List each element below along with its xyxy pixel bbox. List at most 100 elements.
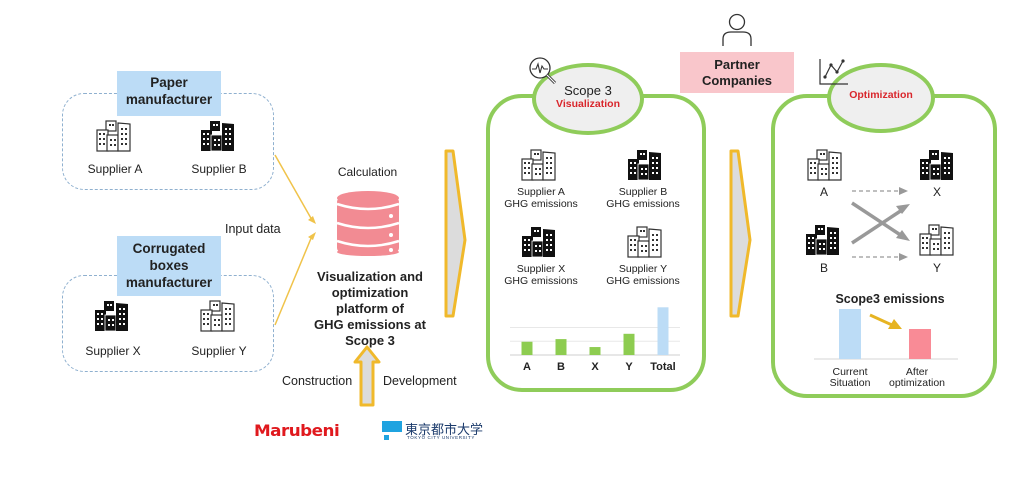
tick-label: Total (650, 361, 675, 373)
viz-supplier-line: Supplier B (618, 186, 668, 198)
arrow-head (896, 204, 910, 214)
bar-after-optimization (909, 329, 931, 359)
visualization-ellipse: Scope 3 Visualization (532, 63, 644, 135)
construction-label: Construction (282, 374, 353, 388)
partner-line: Partner (714, 57, 760, 72)
reduction-arrow (869, 313, 893, 327)
label-line: Paper (150, 75, 188, 90)
tcu-logo-mark (384, 435, 389, 440)
tcu-logo-en: TOKYO CITY UNIVERSITY (407, 435, 475, 440)
tick-label: B (557, 361, 565, 373)
person-icon (722, 13, 752, 46)
corrugated-boxes-label: Corrugated boxes manufacturer (117, 236, 221, 296)
arrow-head (308, 232, 316, 240)
bar-current-situation (839, 309, 861, 359)
optimization-title: Optimization (849, 89, 913, 101)
arrow-head (308, 216, 316, 224)
scope3-title: Scope 3 (564, 83, 612, 98)
tcu-logo-jp: 東京都市大学 (405, 422, 484, 437)
bar-label-line: After (905, 366, 929, 378)
line-chart-icon (819, 59, 848, 85)
building-outline-icon (918, 224, 956, 256)
viz-supplier-x: Supplier X GHG emissions (495, 263, 587, 287)
viz-supplier-a: Supplier A GHG emissions (495, 186, 587, 210)
viz-supplier-line: GHG emissions (504, 198, 578, 210)
bar-total (657, 307, 669, 355)
platform-title: Visualization and optimization platform … (300, 269, 440, 349)
label-line: Corrugated (132, 241, 206, 256)
cross-arrow (851, 201, 903, 238)
node-x-label: X (932, 185, 941, 199)
supplier-x-label: Supplier X (85, 344, 141, 358)
platform-line: platform of (336, 301, 404, 316)
building-solid-icon (626, 149, 664, 181)
building-solid-icon (918, 149, 956, 181)
input-arrow-line (274, 235, 313, 326)
bar-label-line: optimization (888, 377, 946, 389)
chevron-arrow-icon (729, 149, 752, 318)
viz-supplier-line: GHG emissions (504, 275, 578, 287)
development-label: Development (383, 374, 457, 388)
node-a-label: A (819, 185, 828, 199)
tick-label: A (523, 361, 531, 373)
bar-label-line: Current (832, 366, 868, 378)
arrow-head (896, 230, 910, 241)
viz-supplier-line: GHG emissions (606, 198, 680, 210)
bar-b (555, 339, 567, 355)
node-b-label: B (819, 261, 828, 275)
arrow-head (888, 319, 902, 329)
tcu-logo-mark (382, 421, 402, 432)
platform-line: Scope 3 (345, 333, 395, 348)
input-arrow-line (274, 154, 313, 221)
supplier-b-label: Supplier B (191, 162, 247, 176)
after-optimization-label: After optimization (880, 367, 954, 389)
arrow-head (899, 187, 908, 195)
marubeni-logo: Marubeni (253, 421, 340, 440)
bar-y (623, 333, 635, 355)
viz-supplier-line: Supplier X (516, 263, 566, 275)
scope3-emissions-title: Scope3 emissions (835, 292, 945, 306)
node-y-label: Y (932, 261, 941, 275)
viz-supplier-y: Supplier Y GHG emissions (597, 263, 689, 287)
cross-arrow (851, 208, 903, 245)
up-arrow-icon (353, 345, 381, 407)
building-solid-icon (520, 226, 558, 258)
viz-supplier-b: Supplier B GHG emissions (597, 186, 689, 210)
magnifier-pulse-icon (529, 57, 557, 85)
building-outline-icon (806, 149, 844, 181)
emissions-bar-chart: A B X Y Total (510, 307, 680, 373)
arrow-head (899, 253, 908, 261)
viz-supplier-line: Supplier Y (618, 263, 668, 275)
optimization-ellipse: Optimization (827, 63, 935, 133)
platform-line: GHG emissions at (314, 317, 426, 332)
bar-a (521, 341, 533, 355)
viz-supplier-line: GHG emissions (606, 275, 680, 287)
label-line: manufacturer (125, 275, 213, 290)
database-icon (336, 191, 400, 256)
supplier-a-label: Supplier A (87, 162, 143, 176)
platform-line: Visualization and (317, 269, 423, 284)
scope3-emissions-chart (814, 309, 958, 360)
input-data-label: Input data (225, 222, 281, 236)
building-outline-icon (520, 149, 558, 181)
current-situation-label: Current Situation (818, 367, 882, 389)
partner-line: Companies (701, 73, 773, 88)
label-line: boxes (149, 258, 189, 273)
tick-label: Y (625, 361, 633, 373)
building-outline-icon (626, 226, 664, 258)
partner-companies-label: Partner Companies (680, 52, 794, 93)
supplier-y-label: Supplier Y (191, 344, 247, 358)
building-solid-icon (804, 224, 842, 256)
bar-label-line: Situation (829, 377, 871, 389)
calculation-label: Calculation (337, 165, 398, 179)
paper-manufacturer-label: Paper manufacturer (117, 71, 221, 116)
platform-line: optimization (331, 285, 409, 300)
viz-supplier-line: Supplier A (517, 186, 565, 198)
bar-x (589, 347, 601, 355)
label-line: manufacturer (125, 92, 213, 107)
reallocation-arrows (851, 187, 910, 261)
chevron-arrow-icon (444, 149, 467, 318)
tick-label: X (591, 361, 599, 373)
visualization-subtitle: Visualization (556, 98, 620, 110)
